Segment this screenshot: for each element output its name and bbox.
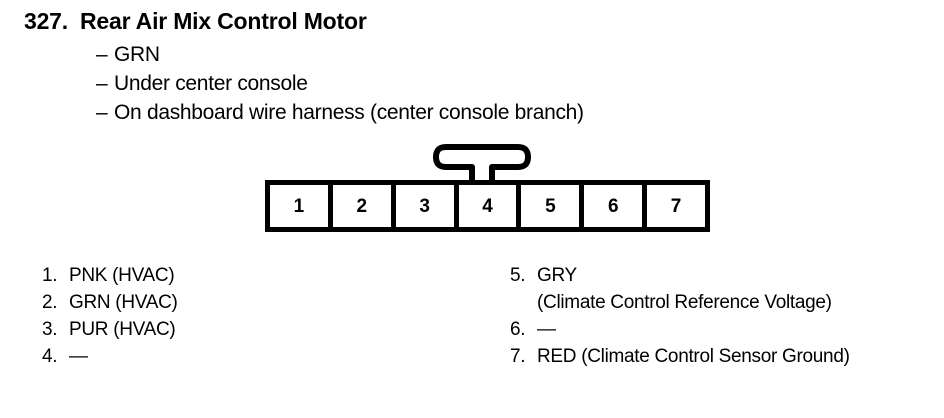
- list-item: –GRN: [96, 40, 796, 69]
- legend-row-1: 1. PNK (HVAC): [42, 262, 472, 289]
- legend-text: GRY: [537, 265, 577, 286]
- dash-bullet-icon: –: [96, 101, 108, 124]
- dash-bullet-icon: –: [96, 43, 108, 66]
- connector-latch-tab-icon: [432, 143, 532, 185]
- connector-pin-5: 5: [521, 185, 585, 227]
- pin-legend: 1. PNK (HVAC) 2. GRN (HVAC) 3. PUR (HVAC) 4…: [0, 262, 944, 412]
- connector-pin-6: 6: [584, 185, 648, 227]
- note-text: On dashboard wire harness (center consol…: [114, 101, 584, 124]
- connector-pin-2: 2: [333, 185, 396, 227]
- legend-text: PNK (HVAC): [69, 265, 175, 286]
- connector-diagram: 1 2 3 4 5 6 7: [265, 143, 715, 235]
- pin-legend-right-column: 5. GRY (Climate Control Reference Voltage…: [510, 262, 940, 370]
- dash-bullet-icon: –: [96, 72, 108, 95]
- legend-row-6: 6. —: [510, 316, 940, 343]
- legend-index: 4.: [42, 346, 58, 367]
- item-number: 327.: [24, 8, 68, 34]
- list-item: –Under center console: [96, 69, 796, 98]
- connector-pin-7: 7: [670, 195, 682, 217]
- connector-pin-1: 1: [270, 185, 333, 227]
- page-title: 327. Rear Air Mix Control Motor: [24, 8, 367, 35]
- legend-row-5: 5. GRY: [510, 262, 940, 289]
- note-text: GRN: [114, 43, 160, 66]
- legend-text: GRN (HVAC): [69, 292, 178, 313]
- legend-text: PUR (HVAC): [69, 319, 176, 340]
- legend-index: 3.: [42, 319, 58, 340]
- legend-row-7: 7. RED (Climate Control Sensor Ground): [510, 343, 940, 370]
- legend-row-5-subtext: (Climate Control Reference Voltage): [537, 292, 832, 313]
- note-text: Under center console: [114, 72, 308, 95]
- legend-text: RED (Climate Control Sensor Ground): [537, 346, 850, 367]
- connector-pin-4: 4: [459, 185, 522, 227]
- legend-index: 5.: [510, 265, 526, 286]
- connector-pin-3: 3: [396, 185, 459, 227]
- legend-index: 6.: [510, 319, 526, 340]
- legend-index: 1.: [42, 265, 58, 286]
- list-item: –On dashboard wire harness (center conso…: [96, 98, 796, 127]
- legend-row-3: 3. PUR (HVAC): [42, 316, 472, 343]
- connector-pin-row: 1 2 3 4 5 6 7: [265, 180, 710, 232]
- item-title: Rear Air Mix Control Motor: [80, 8, 367, 34]
- legend-index: 2.: [42, 292, 58, 313]
- legend-row-2: 2. GRN (HVAC): [42, 289, 472, 316]
- legend-index: 7.: [510, 346, 526, 367]
- legend-row-4: 4. —: [42, 343, 472, 370]
- legend-text: —: [537, 319, 556, 340]
- note-list: –GRN –Under center console –On dashboard…: [96, 40, 796, 127]
- legend-text: —: [69, 346, 88, 367]
- pin-legend-left-column: 1. PNK (HVAC) 2. GRN (HVAC) 3. PUR (HVAC) 4…: [42, 262, 472, 370]
